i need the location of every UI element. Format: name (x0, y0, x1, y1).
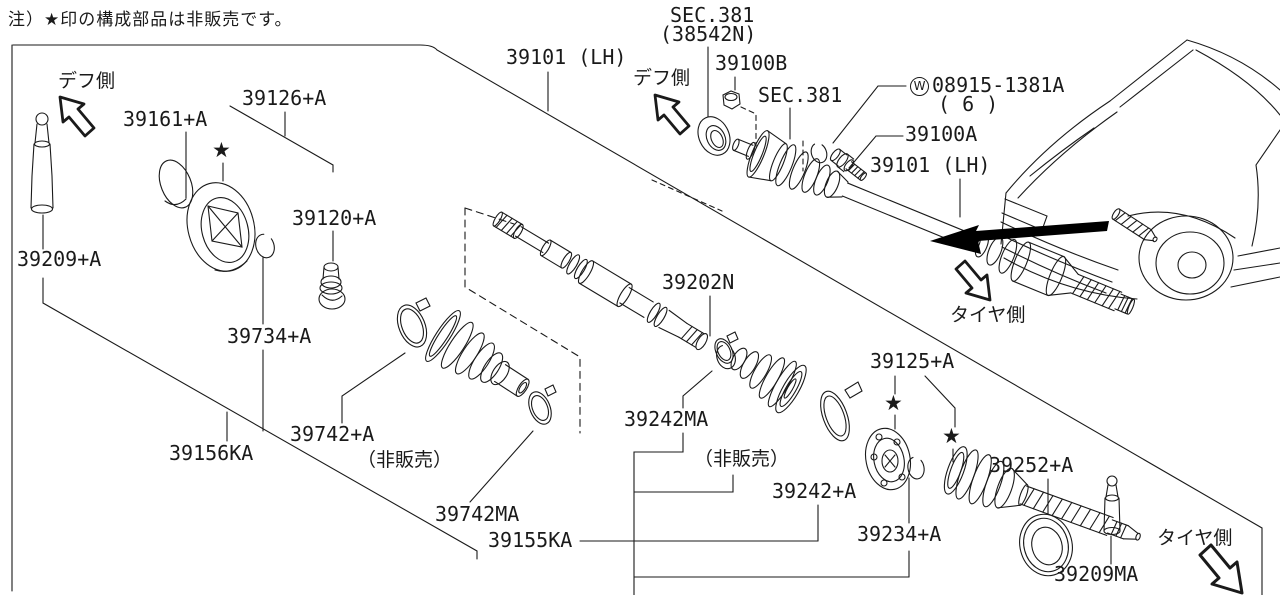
part-label-39234A: 39234+A (857, 522, 942, 546)
label-sec381-a-sub: (38542N) (660, 22, 757, 46)
tire-side-label-upper: タイヤ側 (950, 304, 1026, 326)
leader-lines-left (42, 105, 534, 560)
seal-39161A (158, 159, 194, 209)
nonsale-star-icon: ★ (884, 391, 903, 415)
dashed-box (464, 207, 581, 434)
car-illustration (1000, 39, 1280, 301)
leader-lines-top (547, 46, 1112, 565)
boot-clamp-large-center (820, 381, 863, 442)
label-nonsale-center: （非販売） (694, 448, 790, 470)
bearing-seal-sec381 (697, 116, 731, 156)
axle-stub-on-car (1111, 208, 1158, 243)
pointer-arrow (930, 221, 1109, 254)
joint-housing-39126A (186, 182, 256, 272)
part-label-39101-lh-left: 39101 (LH) (506, 45, 627, 69)
part-label-39742A: 39742+A (290, 422, 375, 446)
washer-symbol-icon: W (910, 77, 929, 96)
boot-39742 (425, 310, 530, 397)
part-label-39242A: 39242+A (772, 479, 857, 503)
nut-39100B (722, 90, 741, 110)
snap-ring-39234A (907, 456, 925, 480)
bolt-39100A (829, 148, 868, 181)
nonsale-star-icon: ★ (212, 138, 231, 162)
label-sec381-b: SEC.381 (758, 83, 843, 107)
note-text: 注）★印の構成部品は非販売です。 (8, 10, 293, 30)
bare-shaft (492, 211, 709, 351)
diff-side-arrow-left (58, 95, 96, 138)
sheet-border (11, 44, 1263, 595)
tire-side-arrow-upper (954, 259, 992, 302)
part-label-39156KA: 39156KA (169, 441, 254, 465)
part-label-39734A: 39734+A (227, 324, 312, 348)
part-label-39126A: 39126+A (242, 86, 327, 110)
boot-39242 (730, 347, 807, 414)
snap-ring-top (810, 142, 828, 164)
circlip-39202N (716, 344, 736, 370)
part-label-39100B: 39100B (715, 51, 788, 75)
part-label-39252A: 39252+A (989, 453, 1074, 477)
label-qty-6: ( 6 ) (938, 92, 999, 116)
part-label-08915-1381A: 08915-1381A (932, 73, 1065, 97)
boot-clamp-small-left (528, 384, 557, 425)
part-label-39101-lh-right: 39101 (LH) (870, 153, 991, 177)
tire-side-arrow-lower (1198, 543, 1244, 595)
part-label-39161A: 39161+A (123, 107, 208, 131)
diff-side-label-left: デフ側 (58, 70, 116, 92)
part-label-39155KA: 39155KA (488, 528, 573, 552)
part-label-39120A: 39120+A (292, 206, 377, 230)
tripod-retainer-disc (864, 427, 912, 491)
diff-side-label-right: デフ側 (633, 67, 691, 89)
label-sec381-a: SEC.381 (670, 3, 755, 27)
part-label-39202N: 39202N (662, 270, 735, 294)
part-label-39209A: 39209+A (17, 247, 102, 271)
damper-39209A (30, 112, 54, 214)
part-label-39742MA: 39742MA (435, 502, 520, 526)
boot-clamp-large-left (396, 297, 431, 348)
leader-lines-center (579, 295, 956, 595)
snap-ring-39734A (255, 233, 275, 259)
diff-side-arrow-right (653, 93, 691, 136)
part-label-39242MA: 39242MA (624, 407, 709, 431)
label-nonsale-left: （非販売） (357, 449, 453, 471)
damper-39209MA (1103, 475, 1121, 536)
part-label-39100A: 39100A (905, 122, 978, 146)
dust-shield-39252A (1019, 513, 1073, 577)
boot-clamp-small-center (714, 331, 739, 364)
spider-39120A (318, 262, 346, 310)
tire-side-label-lower: タイヤ側 (1157, 527, 1233, 549)
part-label-39125A: 39125+A (870, 349, 955, 373)
part-label-39209MA: 39209MA (1054, 562, 1139, 586)
nonsale-star-icon: ★ (942, 424, 961, 448)
